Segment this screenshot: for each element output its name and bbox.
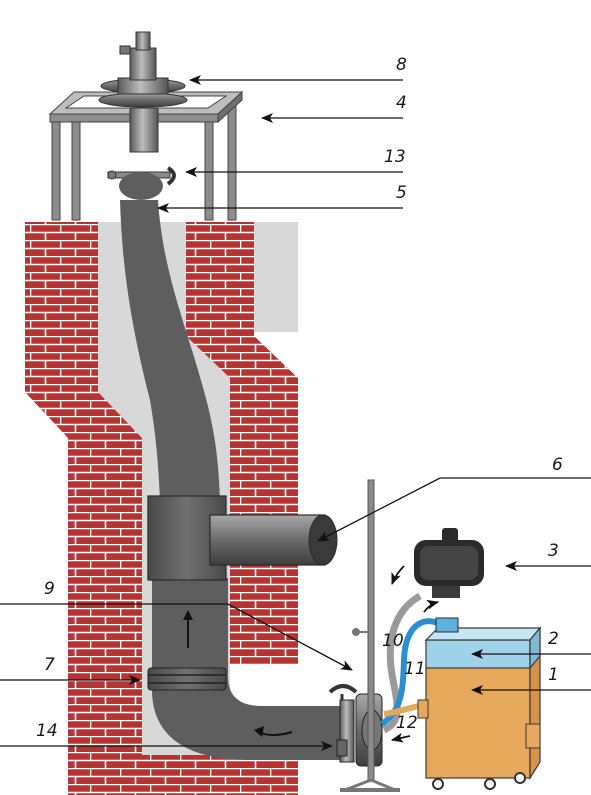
callout-12: 12 [396,713,418,733]
support-stand [340,479,400,792]
callout-8: 8 [396,55,407,75]
callout-5: 5 [396,183,407,203]
valve-handle [328,684,358,757]
callout-10: 10 [382,631,404,651]
flow-arrow-left [254,726,293,737]
hose-flow-arrow-3 [391,732,411,743]
callout-13: 13 [384,147,406,167]
hot-air-blower [414,528,484,598]
callout-9: 9 [44,579,55,599]
callout-3: 3 [548,541,559,561]
clamp [107,166,176,200]
callout-1: 1 [548,665,559,685]
chimney-right-backdrop [254,222,298,332]
callout-4: 4 [396,93,407,113]
callout-6: 6 [552,455,563,475]
callout-7: 7 [44,655,55,675]
hose-flow-arrow-1 [391,565,405,585]
hose-flow-arrow-2 [423,599,439,613]
tee-branch-pipe [209,514,326,566]
flow-arrow-up [183,610,193,648]
liner-lower [152,578,340,760]
callout-2: 2 [548,629,559,649]
brick-wall-left [25,222,142,755]
leader-lines [0,75,591,751]
grey-hose [382,592,422,734]
callout-14: 14 [36,721,58,741]
winch [98,31,188,153]
flexible-liner [120,200,220,500]
coupling-ring [147,667,227,691]
brick-base [68,755,298,795]
tee-branch-opening [308,514,338,566]
callout-11: 11 [404,659,426,679]
curing-unit [417,617,542,790]
